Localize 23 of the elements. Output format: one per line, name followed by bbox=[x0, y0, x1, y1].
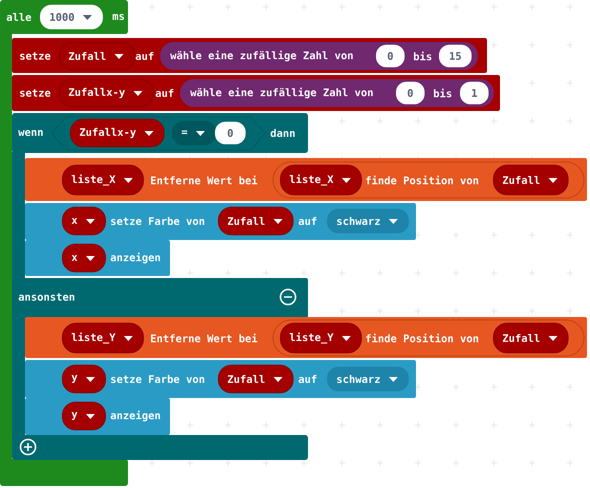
dropdown-pill: liste_X bbox=[62, 164, 144, 196]
dropdown-pill: Zufall bbox=[59, 42, 135, 70]
dropdown-pill: liste_X bbox=[280, 164, 362, 196]
number-field: 0 bbox=[376, 44, 405, 68]
else-band: ansonsten bbox=[12, 278, 308, 318]
dropdown-pill: Zufallx-y bbox=[59, 79, 154, 107]
node-label: ansonsten bbox=[18, 293, 74, 301]
dropdown-pill: schwarz bbox=[327, 208, 409, 234]
dropdown-pill: 1000 bbox=[40, 4, 103, 30]
dropdown-pill: liste_Y bbox=[62, 322, 144, 354]
dropdown-pill: x bbox=[62, 244, 106, 272]
number-field: 0 bbox=[396, 82, 425, 104]
dropdown-pill: liste_Y bbox=[280, 322, 362, 354]
dropdown-pill: Zufall bbox=[493, 322, 569, 354]
dropdown-pill: x bbox=[62, 206, 106, 236]
dropdown-pill: Zufall bbox=[218, 206, 294, 236]
dropdown-pill: Zufall bbox=[493, 164, 569, 196]
node-label: anzeigen bbox=[110, 252, 160, 264]
dropdown-pill: schwarz bbox=[327, 366, 409, 392]
dropdown-pill: Zufall bbox=[218, 364, 294, 394]
number-field: 1 bbox=[460, 82, 489, 104]
dropdown-pill: Zufallx-y bbox=[70, 118, 164, 148]
node-label: anzeigen bbox=[110, 410, 160, 422]
